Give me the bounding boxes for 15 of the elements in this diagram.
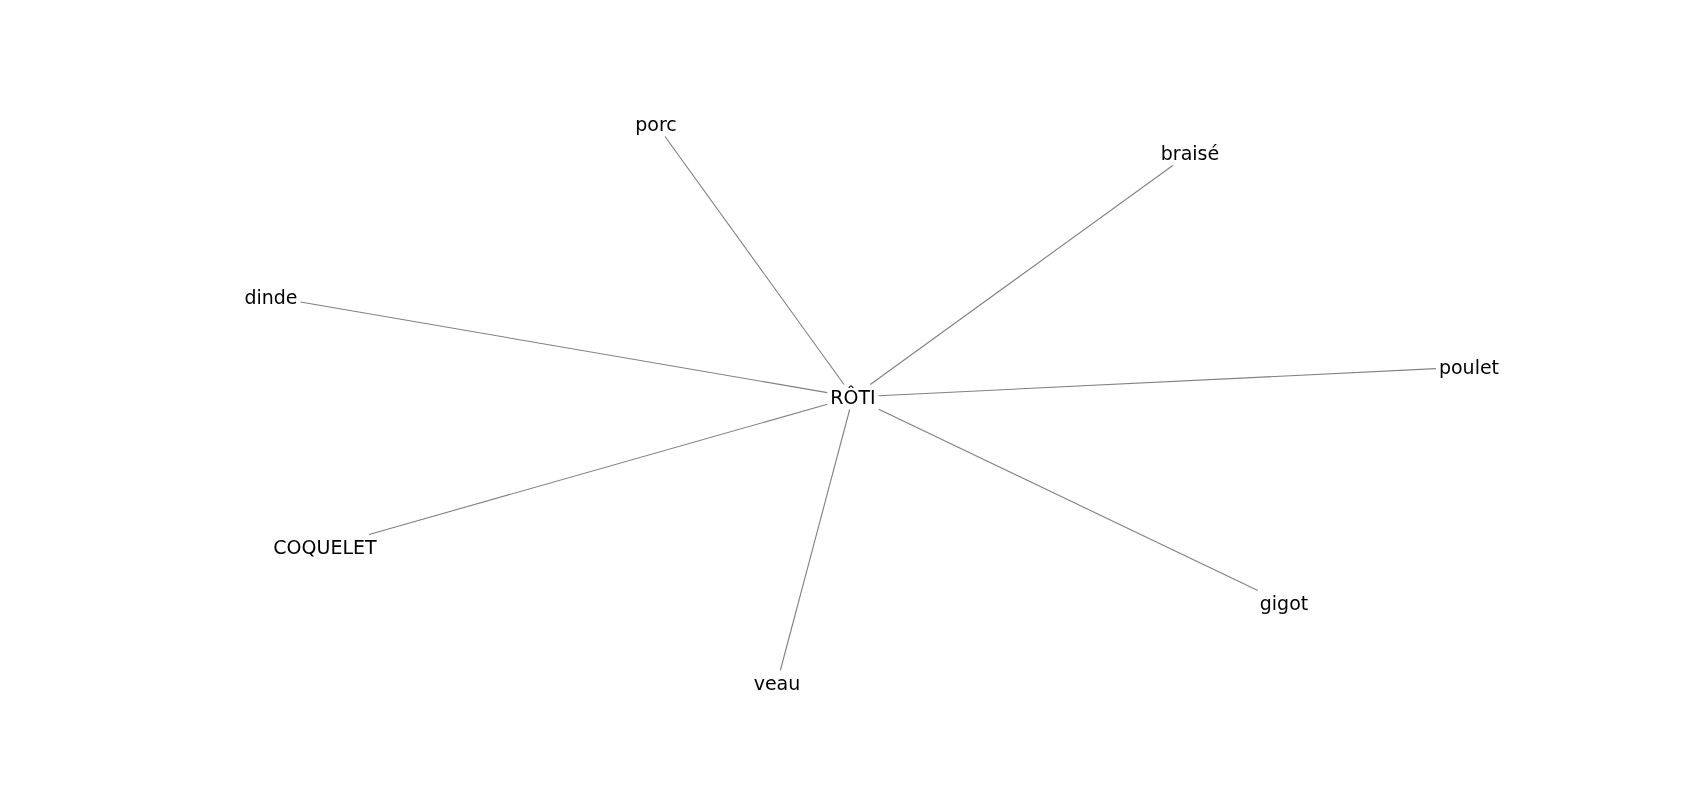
word-label: gigot — [1259, 593, 1309, 613]
word-label: RÔTI — [830, 387, 876, 407]
connector-line — [664, 135, 845, 386]
word-label: COQUELET — [273, 537, 377, 557]
connector-line — [779, 408, 851, 672]
connector-line — [300, 301, 828, 394]
word-label: porc — [635, 114, 677, 134]
word-label: poulet — [1438, 357, 1500, 377]
connector-line — [368, 403, 828, 536]
connector-line — [878, 368, 1437, 397]
word-label: dinde — [244, 287, 298, 307]
connector-line — [878, 408, 1259, 592]
word-label: braisé — [1160, 143, 1220, 163]
connector-line — [869, 164, 1174, 386]
word-label: veau — [753, 673, 801, 693]
